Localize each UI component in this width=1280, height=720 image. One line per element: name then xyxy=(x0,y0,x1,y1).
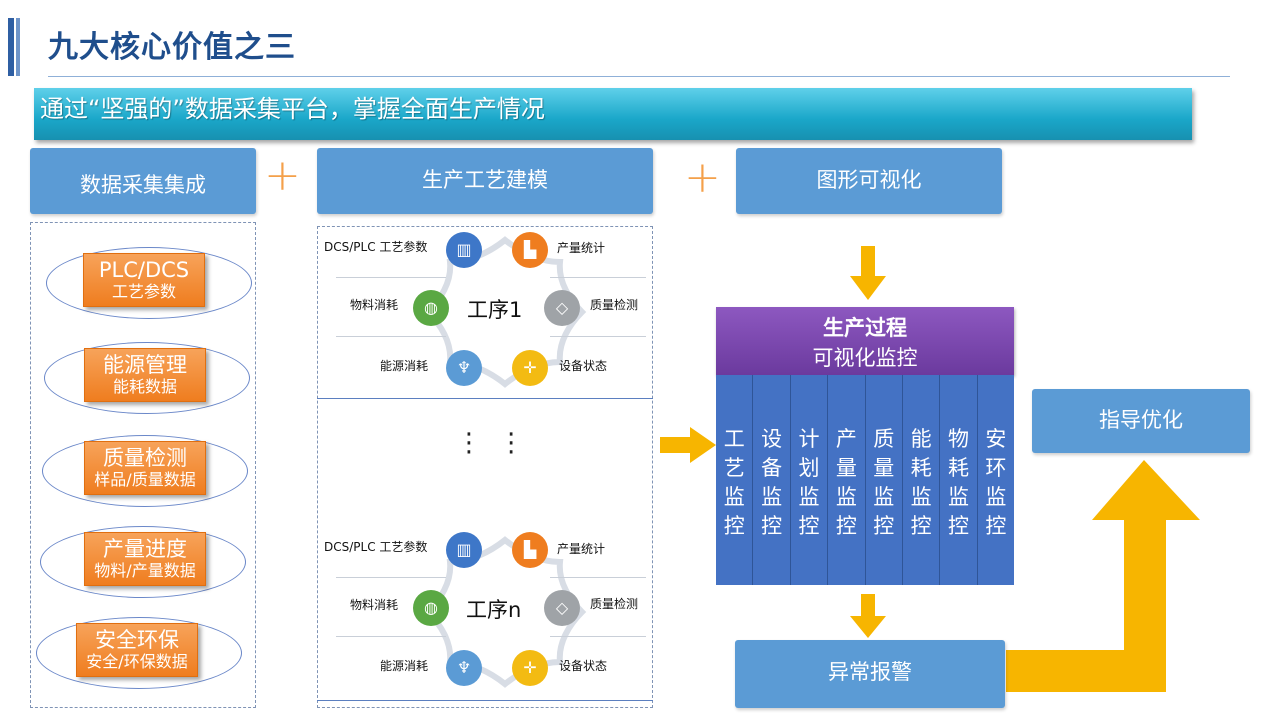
divider-line xyxy=(336,636,446,637)
processn-material-label: 物料消耗 xyxy=(350,598,399,612)
collection-ellipse-output xyxy=(40,526,246,598)
divider-line xyxy=(550,277,646,278)
collection-item-sub: 安全/环保数据 xyxy=(86,652,188,671)
collection-item-safety: 安全环保 安全/环保数据 xyxy=(76,623,198,677)
monitor-column: 物 耗 监 控 xyxy=(940,375,978,585)
divider-line xyxy=(336,336,446,337)
process-modeling-panel xyxy=(317,226,653,708)
divider-line xyxy=(550,577,646,578)
divider-line xyxy=(336,277,446,278)
ellipsis: ⋮ ⋮ xyxy=(456,428,529,458)
equipment-icon: ✛ xyxy=(512,350,548,386)
collection-item-title: 安全环保 xyxy=(95,628,179,652)
header-data-collection: 数据采集集成 xyxy=(30,148,256,214)
collection-item-title: 能源管理 xyxy=(103,353,187,377)
process1-params-label: DCS/PLC 工艺参数 xyxy=(324,240,428,254)
monitor-column: 设 备 监 控 xyxy=(753,375,791,585)
equipment-icon: ✛ xyxy=(512,650,548,686)
monitor-column: 能 耗 监 控 xyxy=(902,375,941,585)
arrow-down-to-alarm xyxy=(850,594,886,638)
collection-ellipse-safety xyxy=(36,617,242,689)
page-title: 九大核心价值之三 xyxy=(48,30,296,65)
plus-sign-2: + xyxy=(684,152,721,203)
processn-quality-label: 质量检测 xyxy=(590,597,639,611)
process1-material-label: 物料消耗 xyxy=(350,298,399,312)
process1-output-label: 产量统计 xyxy=(557,241,606,255)
cart-icon: ◍ xyxy=(413,290,449,326)
visual-monitor-header: 生产过程 可视化监控 xyxy=(716,307,1014,375)
divider-line xyxy=(550,336,646,337)
gear-shape-1 xyxy=(423,236,587,388)
factory-icon: ▥ xyxy=(446,532,482,568)
cart-icon: ◍ xyxy=(413,590,449,626)
plus-sign-1: + xyxy=(264,150,301,201)
divider-line xyxy=(550,636,646,637)
collection-item-plc: PLC/DCS 工艺参数 xyxy=(83,253,205,307)
collection-ellipse-energy xyxy=(44,342,250,414)
arrow-right-to-monitor xyxy=(660,427,716,463)
processn-energy-label: 能源消耗 xyxy=(380,659,429,673)
collection-ellipse-plc xyxy=(46,247,252,319)
title-divider xyxy=(48,76,1230,77)
alarm-box: 异常报警 xyxy=(735,640,1005,708)
diamond-icon: ◇ xyxy=(544,290,580,326)
energy-icon: ♆ xyxy=(446,650,482,686)
header-process-modeling: 生产工艺建模 xyxy=(317,148,653,214)
process-divider xyxy=(317,398,653,399)
title-accent-bar-light xyxy=(16,18,20,76)
monitor-column: 质 量 监 控 xyxy=(865,375,903,585)
arrow-down-to-monitor xyxy=(850,246,886,300)
diamond-icon: ◇ xyxy=(544,590,580,626)
production-icon: ▙ xyxy=(512,232,548,268)
banner: 通过“坚强的”数据采集平台，掌握全面生产情况 xyxy=(34,88,1192,140)
process-divider-bottom xyxy=(317,700,653,701)
monitor-column: 产 量 监 控 xyxy=(828,375,866,585)
arrow-alarm-to-guide xyxy=(1006,460,1200,692)
collection-item-sub: 物料/产量数据 xyxy=(94,561,196,580)
guide-box: 指导优化 xyxy=(1032,389,1250,453)
energy-icon: ♆ xyxy=(446,350,482,386)
collection-item-title: 质量检测 xyxy=(103,446,187,470)
collection-ellipse-quality xyxy=(42,435,248,507)
monitor-columns: 工 艺 监 控 设 备 监 控 计 划 监 控 产 量 监 控 质 量 监 控 … xyxy=(716,375,1014,585)
process1-equipment-label: 设备状态 xyxy=(559,359,608,373)
collection-item-energy: 能源管理 能耗数据 xyxy=(84,348,206,402)
visual-monitor-subtitle: 可视化监控 xyxy=(812,346,918,370)
monitor-column: 安 环 监 控 xyxy=(977,375,1014,585)
production-icon: ▙ xyxy=(512,532,548,568)
factory-icon: ▥ xyxy=(446,232,482,268)
collection-item-sub: 工艺参数 xyxy=(111,282,176,301)
collection-item-title: 产量进度 xyxy=(103,537,187,561)
processn-params-label: DCS/PLC 工艺参数 xyxy=(324,540,428,554)
monitor-column: 计 划 监 控 xyxy=(790,375,829,585)
processn-output-label: 产量统计 xyxy=(557,542,606,556)
divider-line xyxy=(336,577,446,578)
process1-quality-label: 质量检测 xyxy=(590,298,639,312)
collection-item-quality: 质量检测 样品/质量数据 xyxy=(84,441,206,495)
data-collection-panel xyxy=(30,222,256,708)
visual-monitor-title: 生产过程 xyxy=(823,316,907,340)
collection-item-sub: 能耗数据 xyxy=(112,377,177,396)
collection-item-output: 产量进度 物料/产量数据 xyxy=(84,532,206,586)
collection-item-title: PLC/DCS xyxy=(98,258,190,282)
monitor-column: 工 艺 监 控 xyxy=(716,375,754,585)
collection-item-sub: 样品/质量数据 xyxy=(94,470,196,489)
process1-energy-label: 能源消耗 xyxy=(380,359,429,373)
processn-center: 工序n xyxy=(466,598,522,622)
gear-shape-n xyxy=(423,536,587,688)
process1-center: 工序1 xyxy=(467,298,523,322)
processn-equipment-label: 设备状态 xyxy=(559,659,608,673)
title-accent-bar xyxy=(8,18,14,76)
header-visualization: 图形可视化 xyxy=(736,148,1002,214)
